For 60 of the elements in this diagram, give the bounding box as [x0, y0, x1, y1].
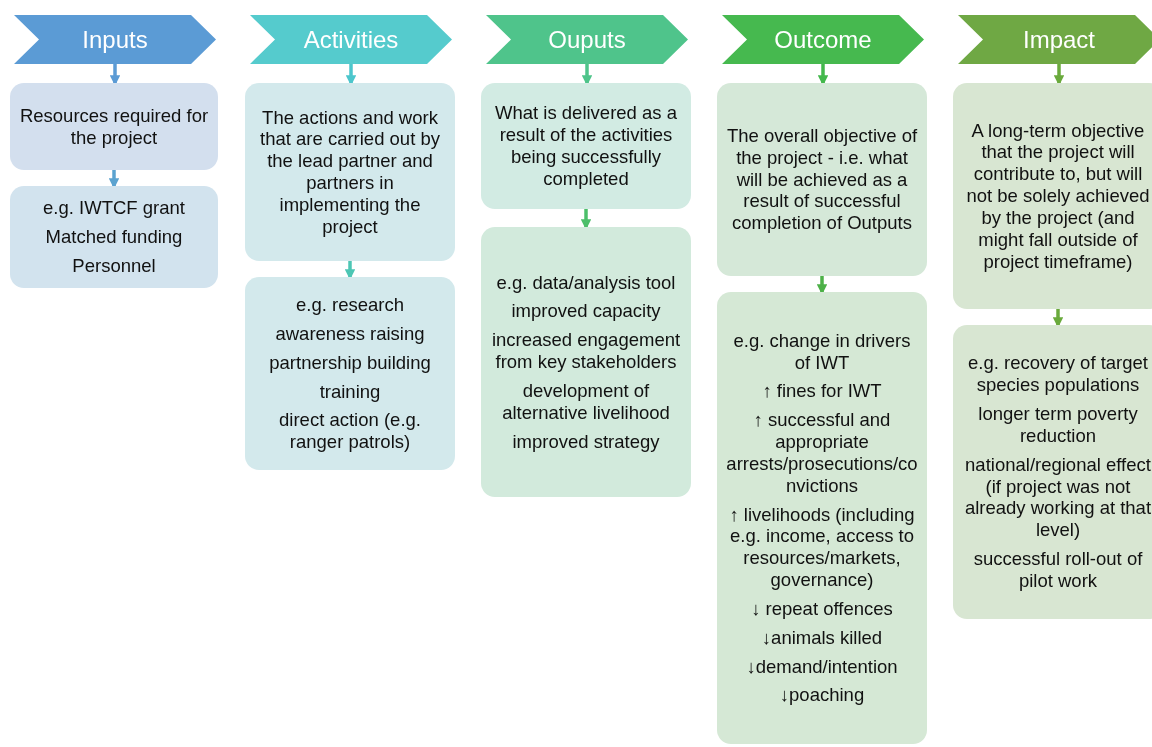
description-box [481, 83, 691, 209]
arrow [1053, 64, 1065, 86]
description-box [10, 83, 218, 170]
examples-box [245, 277, 455, 470]
header-label: Ouputs [548, 25, 626, 54]
example-item: Matched funding [45, 226, 183, 248]
arrow [109, 64, 121, 86]
chevron-header [722, 15, 924, 64]
example-item: national/regional effect (if project was not already working at that level) [963, 453, 1152, 541]
arrow [580, 209, 592, 230]
example-item: e.g. change in drivers of IWT [732, 329, 912, 374]
example-item: e.g. recovery of target species populations [967, 352, 1149, 396]
example-item: e.g. data/analysis tool [496, 271, 676, 294]
example-item: training [319, 380, 381, 403]
description-text: The actions and work that are carried out by the lead partner and partners in implementing the project [259, 106, 441, 238]
example-item: e.g. research [296, 294, 404, 316]
arrow [108, 170, 120, 189]
example-item: ↑ livelihoods (including e.g. income, access to resources/markets, governance) [728, 503, 916, 591]
chevron-header [958, 15, 1152, 64]
examples-box [717, 292, 927, 744]
example-item: ↑ successful and appropriate arrests/prosecutions/convictions [725, 409, 919, 497]
header-label: Impact [1023, 25, 1095, 54]
example-item: direct action (e.g. ranger patrols) [278, 409, 422, 453]
header-label: Inputs [82, 25, 148, 54]
arrow [581, 64, 593, 86]
example-item: partnership building [269, 351, 431, 374]
arrow [344, 261, 356, 280]
header-label: Activities [303, 25, 399, 54]
arrow [817, 64, 829, 86]
description-box [717, 83, 927, 276]
chevron-header [486, 15, 688, 64]
chevron-header [250, 15, 452, 64]
example-item: increased engagement from key stakeholders [490, 329, 682, 373]
description-text: What is delivered as a result of the activities being successfully completed [494, 102, 678, 190]
chevron-header [14, 15, 216, 64]
examples-box [481, 227, 691, 497]
example-item: longer term poverty reduction [977, 403, 1139, 447]
example-item: Personnel [72, 254, 156, 277]
description-text: Resources required for the project [18, 104, 210, 149]
arrow [345, 64, 357, 86]
example-item: ↓animals killed [761, 626, 883, 649]
arrow [1052, 309, 1064, 328]
example-item: development of alternative livelihood [501, 379, 671, 424]
example-item: awareness raising [275, 322, 425, 345]
header-label: Outcome [774, 25, 872, 54]
example-item: ↑ fines for IWT [762, 380, 882, 403]
example-item: ↓poaching [779, 684, 865, 707]
example-item: successful roll-out of pilot work [972, 548, 1144, 592]
example-item: improved capacity [511, 300, 661, 323]
example-item: e.g. IWTCF grant [43, 197, 185, 220]
description-text: A long-term objective that the project will contribute to, but will not be solely achieved by the project (and might fall outside of project timeframe) [965, 119, 1151, 273]
example-item: ↓demand/intention [746, 655, 898, 678]
example-item: improved strategy [512, 430, 660, 453]
arrow [816, 276, 828, 295]
example-item: ↓ repeat offences [751, 597, 893, 620]
description-text: The overall objective of the project - i.e. what will be achieved as a result of successful completion of Outputs [725, 124, 919, 235]
examples-box [10, 186, 218, 288]
examples-box [953, 325, 1152, 619]
description-box [953, 83, 1152, 309]
description-box [245, 83, 455, 261]
